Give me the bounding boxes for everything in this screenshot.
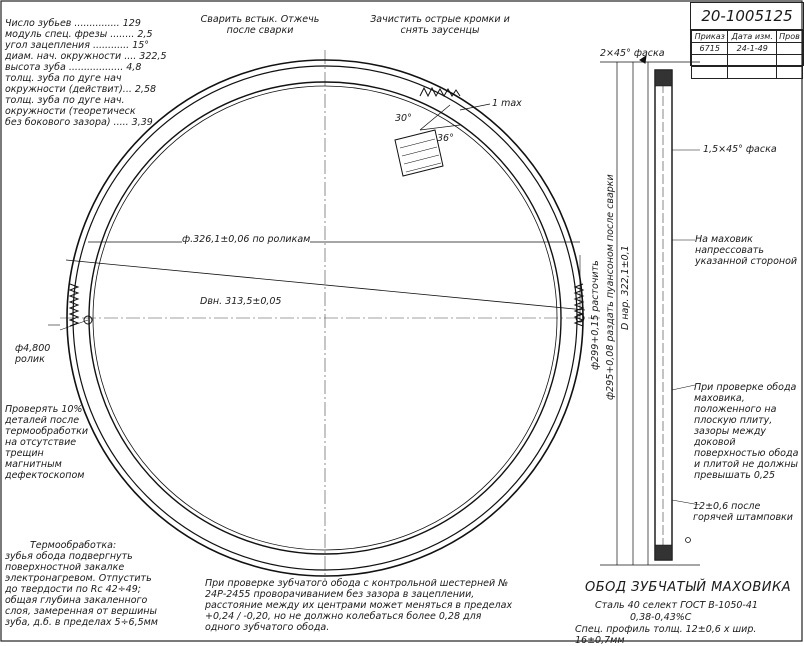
- table-cell: [776, 42, 803, 55]
- profile-spec: Спец. профиль толщ. 12±0,6 х шир. 16±0,7…: [575, 624, 757, 646]
- carbon-spec: 0,38-0,43%С: [630, 612, 692, 623]
- angle-36: 36°: [437, 133, 454, 144]
- spec-line: толщ. зуба по дуге нач.: [5, 95, 125, 106]
- spec-line: Число зубьев ............... 129: [5, 18, 141, 29]
- table-cell: [776, 54, 803, 67]
- teeth-left: [68, 283, 80, 327]
- table-cell: [727, 66, 778, 79]
- spec-line: угол зацепления ............ 15°: [5, 40, 150, 51]
- table-cell: [690, 54, 729, 67]
- spec-line: высота зуба .................. 4,8: [5, 62, 142, 73]
- tooth-detail: [394, 103, 491, 177]
- roller-left: [83, 315, 93, 325]
- press-side-note: На маховик напрессовать указанной сторон…: [695, 234, 798, 267]
- table-cell: [690, 66, 729, 79]
- inner-dimension: Dвн. 313,5±0,05: [200, 296, 282, 307]
- chamfer-side-note: 1,5×45° фаска: [703, 144, 777, 155]
- gear-specs: Число зубьев ............... 129 модуль …: [5, 18, 167, 128]
- spec-line: модуль спец. фрезы ........ 2,5: [5, 29, 153, 40]
- table-cell: [727, 54, 778, 67]
- deburr-note: Зачистить острые кромки и снять заусенцы: [370, 14, 510, 36]
- side-profile: [600, 54, 701, 566]
- heat-treatment-body: зубья обода подвергнуть поверхностной за…: [5, 551, 158, 628]
- teeth-right: [573, 283, 585, 327]
- flatness-note: При проверке обода маховика, положенного…: [694, 382, 799, 481]
- press-dimension: ф295+0,08 раздать пуансоном после сварки: [605, 174, 616, 400]
- revision-table: Приказ Дата изм. Пров 6715 24-1-49: [690, 30, 803, 79]
- title-block: 20-1005125 Приказ Дата изм. Пров 6715 24…: [690, 2, 804, 79]
- spec-line: без бокового зазора) ..... 3,39: [5, 117, 153, 128]
- hot-stamp-note: 12±0,6 после горячей штамповки: [693, 501, 793, 523]
- table-cell: 6715: [690, 42, 729, 55]
- spec-line: толщ. зуба по дуге нач: [5, 73, 122, 84]
- heat-treatment-title: Термообработка:: [30, 540, 117, 551]
- chamfer-top-note: 2×45° фаска: [600, 48, 665, 59]
- outer-dimension: D нар. 322,1±0,1: [620, 245, 631, 330]
- spec-line: окружности (теоретическ: [5, 106, 136, 117]
- spec-line: окружности (действит)... 2,58: [5, 84, 157, 95]
- table-cell: [776, 66, 803, 79]
- roller-note: ф4,800 ролик: [15, 343, 51, 365]
- inspection-note: Проверять 10% деталей после термообработ…: [5, 404, 89, 481]
- drawing-number: 20-1005125: [691, 3, 803, 30]
- spec-line: диам. нач. окружности .... 322,5: [5, 51, 167, 62]
- teeth-top: [419, 86, 461, 98]
- table-header: Дата изм.: [727, 30, 778, 43]
- material-spec: Сталь 40 селект ГОСТ В-1050-41: [595, 600, 758, 611]
- part-name: Обод зубчатый маховика: [585, 580, 792, 595]
- roller-dimension: ф.326,1±0,06 по роликам: [182, 234, 311, 245]
- weld-note: Сварить встык. Отжечь после сварки: [200, 14, 320, 36]
- runout-note: 1 max: [492, 98, 522, 109]
- table-header: Приказ: [690, 30, 729, 43]
- bore-dimension: ф299+0,15 расточить: [590, 260, 601, 370]
- table-cell: 24-1-49: [727, 42, 778, 55]
- table-header: Пров: [776, 30, 803, 43]
- mesh-check-note: При проверке зубчатого обода с контрольн…: [205, 578, 513, 633]
- angle-30: 30°: [395, 113, 412, 124]
